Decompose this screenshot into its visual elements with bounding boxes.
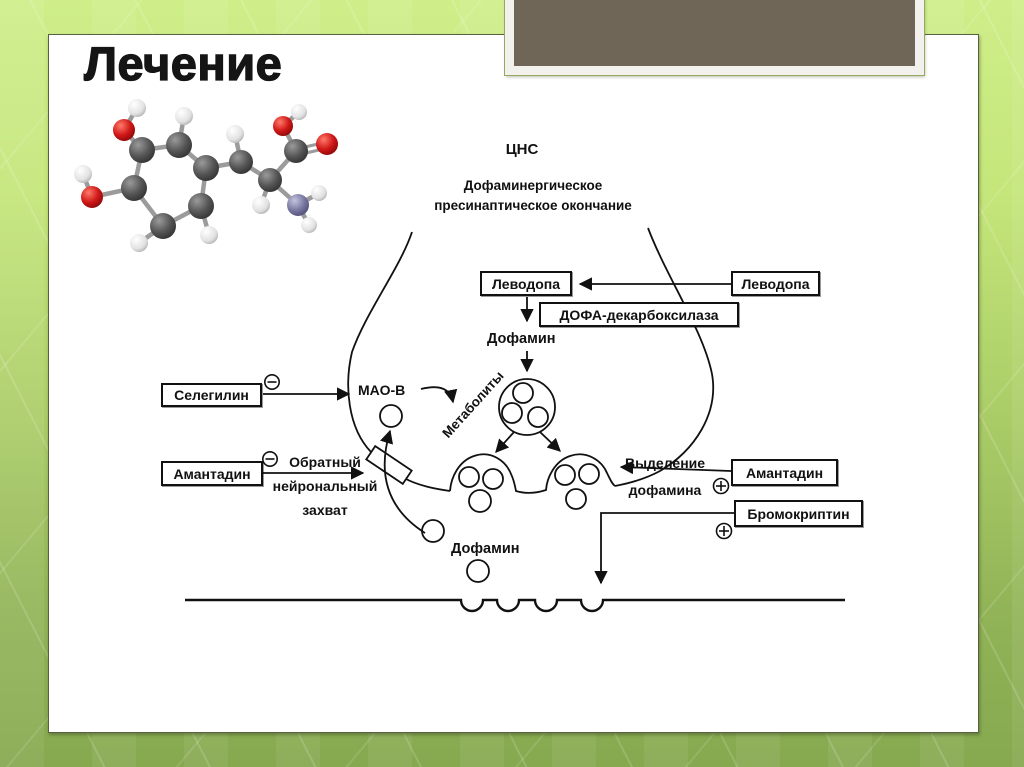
levodopa-right-box: Леводопа — [731, 271, 820, 296]
levodopa-left-box: Леводопа — [480, 271, 572, 296]
dopa-decarboxylase-box: ДОФА-декарбоксилаза — [539, 302, 739, 327]
terminal-caption: Дофаминергическое пресинаптическое оконч… — [434, 178, 632, 213]
page-title: Лечение — [83, 36, 283, 90]
cns-label: ЦНС — [505, 141, 539, 158]
amantadine-right-box: Амантадин — [731, 459, 838, 486]
dopamine-upper-label: Дофамин — [487, 331, 556, 347]
dopamine-release-label: Выделение дофамина — [624, 455, 706, 498]
dopamine-lower-label: Дофамин — [451, 541, 520, 557]
mao-b-label: МАО-В — [358, 382, 406, 398]
bromocriptine-box: Бромокриптин — [734, 500, 863, 527]
selegiline-box: Селегилин — [161, 383, 262, 407]
amantadine-left-box: Амантадин — [161, 461, 263, 486]
reuptake-label: Обратный нейрональный захват — [272, 454, 378, 518]
photo-placeholder — [504, 0, 925, 76]
